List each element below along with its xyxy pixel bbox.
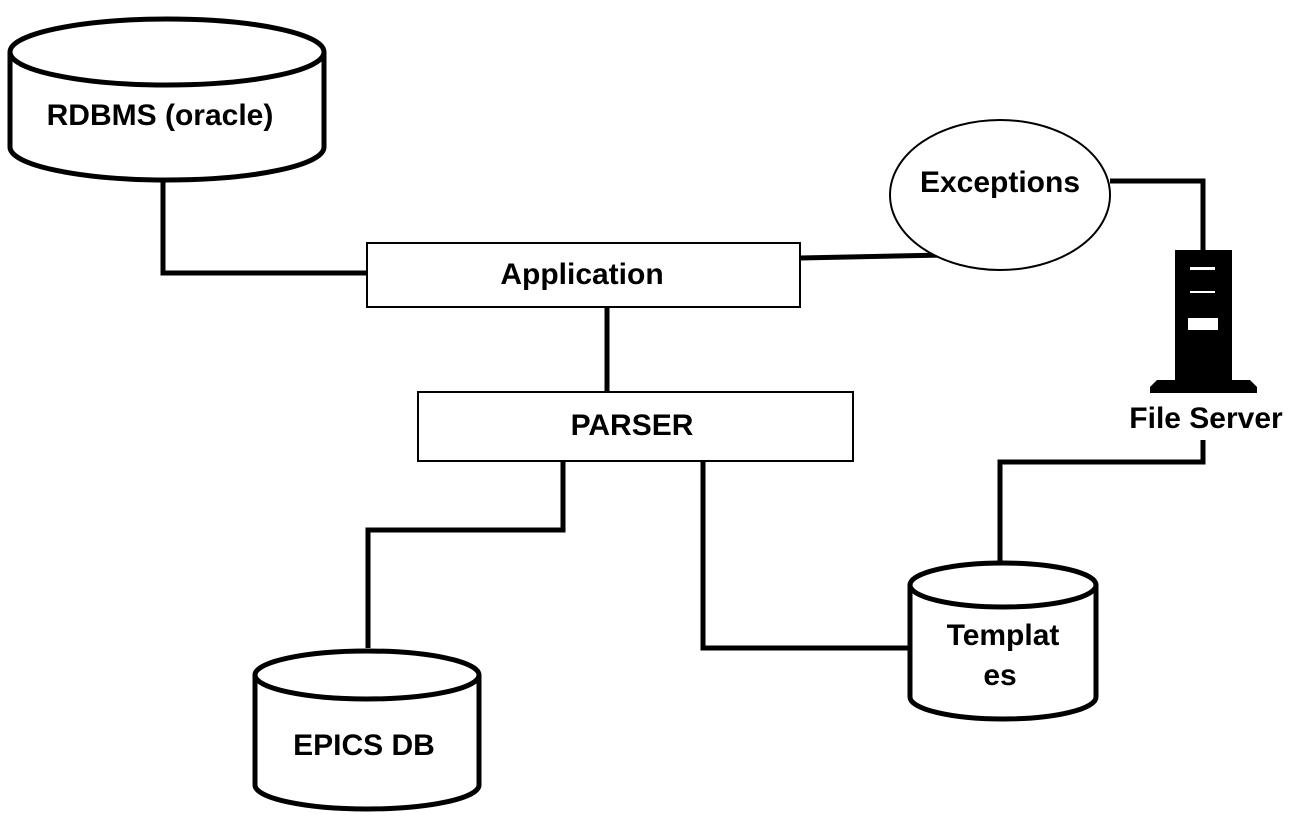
parser-node: PARSER [417, 391, 854, 462]
connector-application-exceptions [799, 252, 946, 261]
application-node: Application [366, 242, 801, 308]
connector-parser-templates [700, 461, 910, 651]
epics-db-cylinder: EPICS DB [252, 648, 482, 812]
rdbms-label: RDBMS (oracle) [47, 99, 274, 132]
exceptions-node: Exceptions [889, 119, 1111, 271]
connector-parser-epicsdb [365, 461, 566, 648]
connector-rdbms-application [160, 180, 367, 276]
epics-db-label: EPICS DB [293, 729, 435, 762]
templates-label-line2: es [983, 659, 1016, 692]
exceptions-label: Exceptions [920, 166, 1080, 199]
file-server-icon: File Server [1129, 250, 1283, 435]
connector-exceptions-fileserver [1110, 178, 1206, 250]
templates-label-line1: Templat [947, 619, 1060, 652]
templates-cylinder: Templat es [907, 560, 1099, 722]
parser-label: PARSER [571, 409, 694, 442]
rdbms-cylinder: RDBMS (oracle) [7, 16, 327, 183]
application-label: Application [500, 258, 663, 291]
file-server-label: File Server [1129, 402, 1283, 435]
connector-fileserver-templates [997, 440, 1206, 565]
connectors [160, 178, 1206, 651]
